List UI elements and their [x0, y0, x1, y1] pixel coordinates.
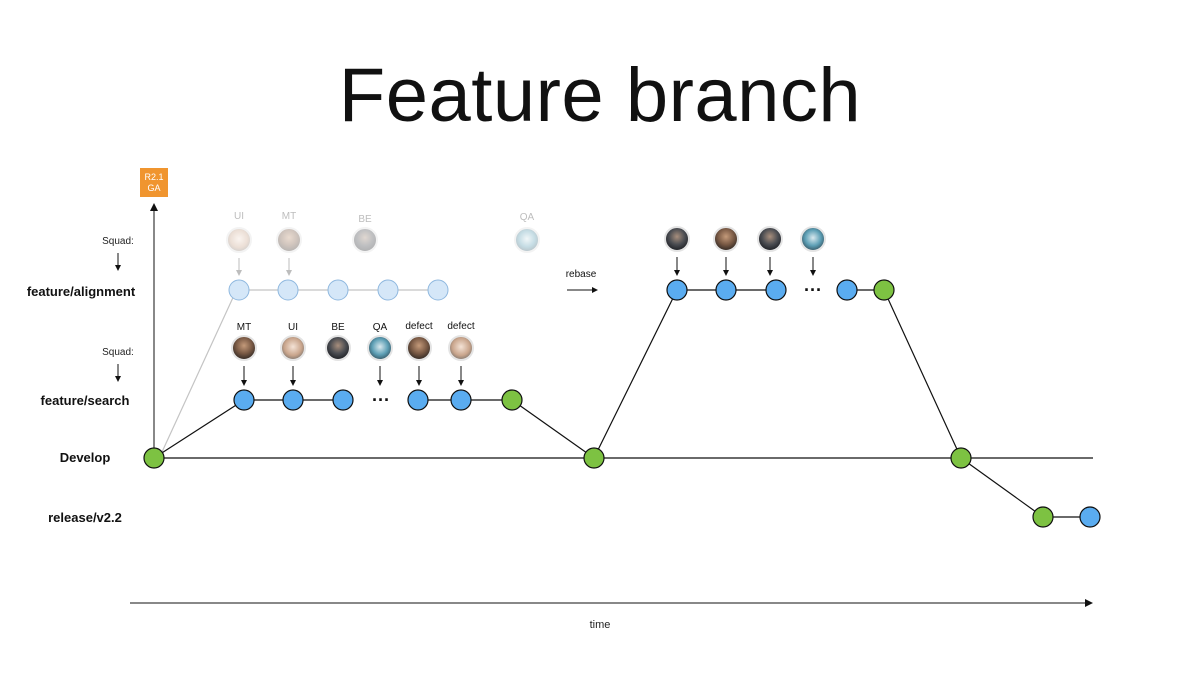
commit-node[interactable]: [1079, 506, 1101, 528]
faded-squad: UI MT BE QA: [226, 211, 540, 276]
squad-label-search: Squad:: [102, 347, 134, 358]
avatar-icon: [226, 227, 252, 253]
search-role-qa: QA: [373, 322, 388, 333]
commit-node[interactable]: [1032, 506, 1054, 528]
commit-node[interactable]: [407, 389, 429, 411]
release-badge-line2: GA: [147, 183, 160, 193]
commits: [143, 279, 1101, 528]
search-role-defect-1: defect: [405, 321, 432, 332]
faded-role-qa: QA: [520, 212, 535, 223]
row-label-search: feature/search: [41, 393, 130, 408]
commit-node[interactable]: [277, 279, 299, 301]
commit-node[interactable]: [583, 447, 605, 469]
commit-node[interactable]: [377, 279, 399, 301]
search-squad: MT UI BE QA defect defect: [231, 321, 475, 386]
release-badge: R2.1 GA: [140, 168, 168, 197]
avatar-icon: [713, 226, 739, 252]
faded-alignment-branch: [161, 289, 438, 453]
search-role-ui: UI: [288, 322, 298, 333]
faded-role-mt: MT: [282, 211, 296, 222]
avatar-icon: [757, 226, 783, 252]
commit-node[interactable]: [282, 389, 304, 411]
row-label-alignment: feature/alignment: [27, 284, 136, 299]
commit-node[interactable]: [228, 279, 250, 301]
rebase-label: rebase: [566, 269, 597, 280]
squad-label-alignment: Squad:: [102, 236, 134, 247]
time-label: time: [590, 619, 611, 631]
commit-node[interactable]: [666, 279, 688, 301]
search-role-mt: MT: [237, 322, 251, 333]
avatar-icon: [352, 227, 378, 253]
release-badge-line1: R2.1: [144, 172, 163, 182]
commit-node[interactable]: [450, 389, 472, 411]
commit-node[interactable]: [501, 389, 523, 411]
alignment-ellipsis: ···: [804, 280, 822, 300]
row-label-develop: Develop: [60, 450, 111, 465]
alignment-branch-lines: [593, 289, 962, 459]
faded-role-ui: UI: [234, 211, 244, 222]
commit-node[interactable]: [765, 279, 787, 301]
search-role-defect-2: defect: [447, 321, 474, 332]
avatar-icon: [664, 226, 690, 252]
search-ellipsis: ···: [372, 390, 390, 410]
commit-node[interactable]: [427, 279, 449, 301]
release-branch-line: [960, 457, 1090, 518]
row-label-release: release/v2.2: [48, 510, 122, 525]
avatar-icon: [406, 335, 432, 361]
avatar-icon: [280, 335, 306, 361]
commit-node[interactable]: [332, 389, 354, 411]
commit-node[interactable]: [233, 389, 255, 411]
avatar-icon: [800, 226, 826, 252]
search-role-be: BE: [331, 322, 345, 333]
avatar-icon: [231, 335, 257, 361]
avatar-icon: [276, 227, 302, 253]
commit-node[interactable]: [836, 279, 858, 301]
page-title: Feature branch: [338, 53, 862, 138]
avatar-icon: [514, 227, 540, 253]
faded-role-be: BE: [358, 214, 372, 225]
commit-node[interactable]: [950, 447, 972, 469]
commit-node[interactable]: [715, 279, 737, 301]
commit-node[interactable]: [143, 447, 165, 469]
alignment-squad: [664, 226, 826, 276]
commit-node[interactable]: [327, 279, 349, 301]
avatar-icon: [325, 335, 351, 361]
avatar-icon: [367, 335, 393, 361]
avatar-icon: [448, 335, 474, 361]
commit-node[interactable]: [873, 279, 895, 301]
